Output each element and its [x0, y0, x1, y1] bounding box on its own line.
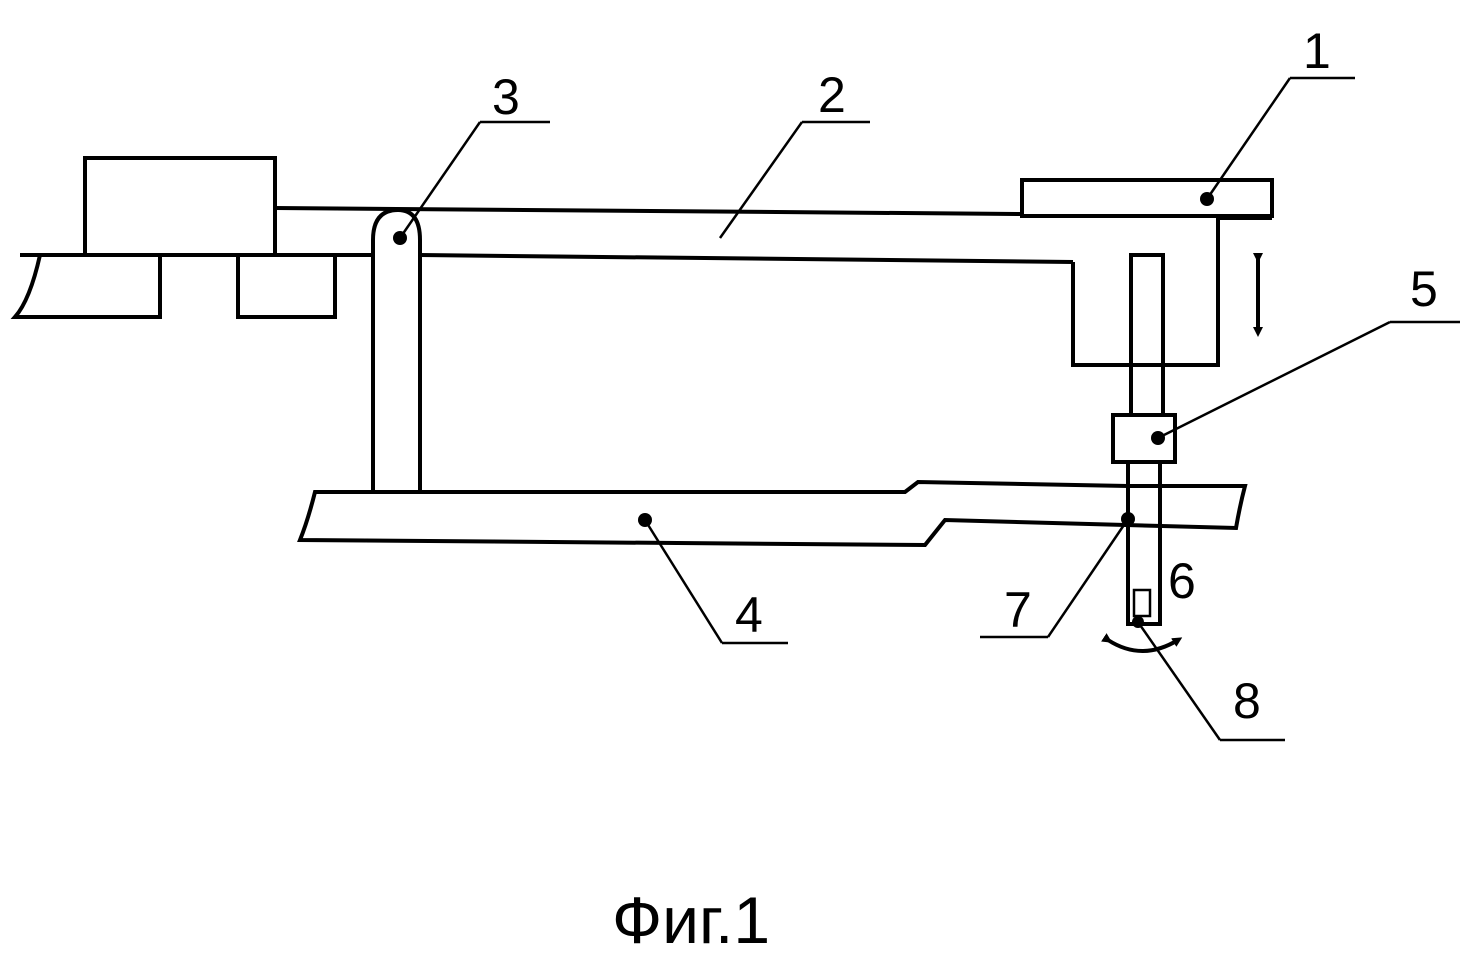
figure-caption: Фиг.1 [612, 883, 770, 957]
label-4: 4 [735, 587, 763, 643]
label-2: 2 [818, 67, 846, 123]
label-5: 5 [1410, 261, 1438, 317]
pivot-post-3 [373, 210, 420, 492]
left-support-hatched [15, 255, 375, 317]
label-1: 1 [1303, 23, 1331, 79]
plate-1 [1022, 180, 1272, 216]
beam-2 [275, 208, 1272, 365]
block-5 [1113, 415, 1175, 462]
leader-lines [400, 78, 1460, 740]
left-mount-block [85, 158, 275, 255]
label-8: 8 [1233, 673, 1261, 729]
label-6: 6 [1168, 553, 1196, 609]
rotation-arrow [1108, 640, 1178, 651]
label-3: 3 [492, 69, 520, 125]
base-4 [300, 482, 1245, 545]
label-7: 7 [1004, 582, 1032, 638]
